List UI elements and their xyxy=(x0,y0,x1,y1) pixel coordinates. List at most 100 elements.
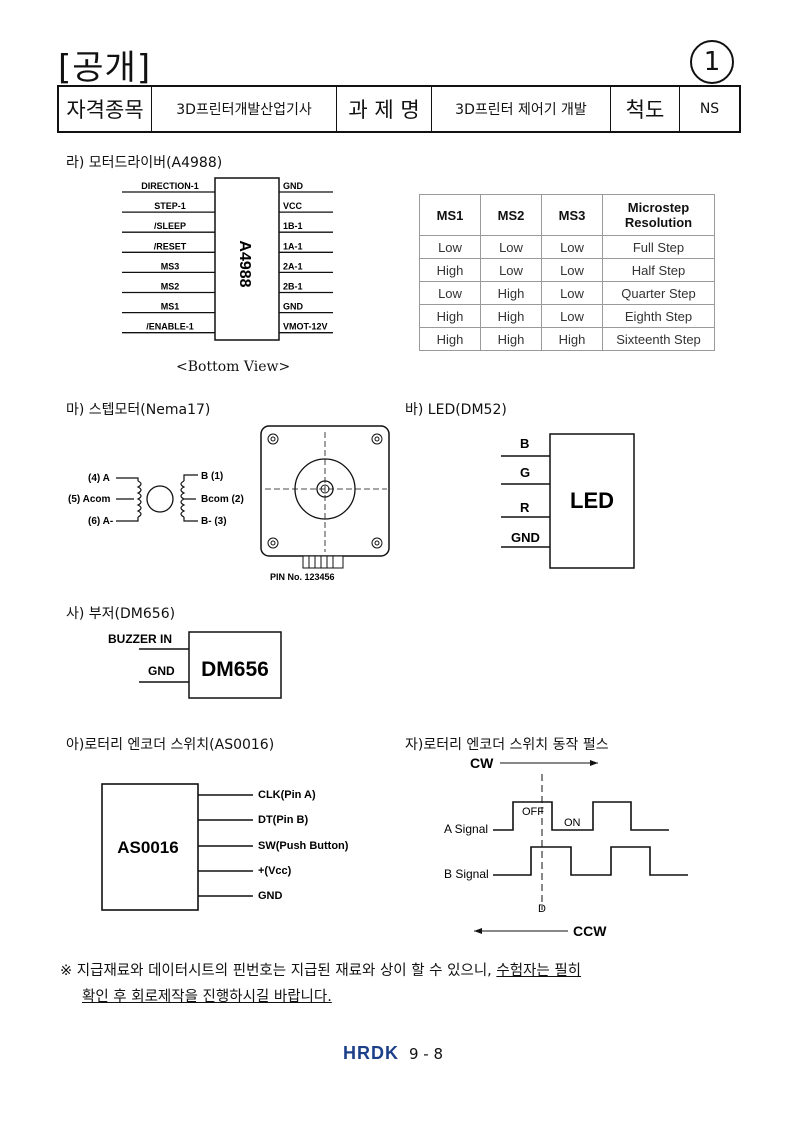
buzzer-pin-gnd: GND xyxy=(148,664,175,678)
encoder-pin-clk: CLK(Pin A) xyxy=(258,789,316,801)
header-cell-task-label: 과 제 명 xyxy=(337,87,432,131)
table-cell: High xyxy=(480,304,542,328)
pulse-a-signal-label: A Signal xyxy=(444,822,488,836)
a4988-left-pin-label: DIRECTION-1 xyxy=(141,181,199,191)
stepper-label-a: (4) A xyxy=(88,473,110,484)
table-cell: Low xyxy=(541,258,603,282)
led-label: LED xyxy=(570,488,614,513)
microstep-header-ms2: MS2 xyxy=(480,194,542,236)
stepper-label-acom: (5) Acom xyxy=(68,494,111,505)
header-table: 자격종목 3D프린터개발산업기사 과 제 명 3D프린터 제어기 개발 척도 N… xyxy=(57,85,741,133)
pulse-ccw-label: CCW xyxy=(573,923,607,939)
microstep-header-resolution: Microstep Resolution xyxy=(602,194,715,236)
table-row: High High High Sixteenth Step xyxy=(419,327,715,351)
table-row: High High Low Eighth Step xyxy=(419,304,715,328)
a4988-diagram: A4988 DIRECTION-1STEP-1/SLEEP/RESETMS3MS… xyxy=(122,177,333,341)
stepper-motor-drawing: PIN No. 123456 xyxy=(260,425,390,582)
microstep-table: MS1 MS2 MS3 Microstep Resolution Low Low… xyxy=(419,194,715,351)
encoder-pin-gnd: GND xyxy=(258,890,283,902)
table-cell: High xyxy=(541,327,603,351)
header-cell-task-value: 3D프린터 제어기 개발 xyxy=(432,87,611,131)
motor-centerlines xyxy=(265,432,387,552)
encoder-pin-sw: SW(Push Button) xyxy=(258,840,349,852)
stepper-label-a-minus: (6) A- xyxy=(88,516,113,527)
a4988-left-pin-label: STEP-1 xyxy=(154,201,186,211)
microstep-header-ms1: MS1 xyxy=(419,194,481,236)
note-line-1: 지급재료와 데이터시트의 핀번호는 지급된 재료와 상이 할 수 있으니, xyxy=(76,963,492,979)
table-cell: Low xyxy=(541,281,603,305)
a4988-left-pin-label: MS3 xyxy=(161,261,180,271)
table-row: Low High Low Quarter Step xyxy=(419,281,715,305)
pulse-on-label: ON xyxy=(564,817,581,829)
a4988-left-pin-label: MS2 xyxy=(161,282,180,292)
led-pin-r: R xyxy=(520,500,530,515)
a-signal-wave xyxy=(493,801,669,831)
table-cell: Low xyxy=(480,258,542,282)
buzzer-label: DM656 xyxy=(201,658,269,681)
a4988-left-pin-label: /SLEEP xyxy=(154,221,186,231)
rotor-icon xyxy=(146,485,174,513)
a4988-right-pin-label: GND xyxy=(283,181,304,191)
led-diagram: LED B G R GND xyxy=(501,433,635,569)
table-cell: Low xyxy=(480,235,542,259)
buzzer-diagram: DM656 BUZZER IN GND xyxy=(108,631,282,699)
pulse-diagram: CW A Signal OFF ON B Signal D CCW xyxy=(444,755,688,939)
section-driver-title: 라) 모터드라이버(A4988) xyxy=(66,155,223,171)
coil-a-icon xyxy=(136,480,142,518)
a4988-left-pin-label: MS1 xyxy=(161,302,180,312)
a4988-caption: <Bottom View> xyxy=(176,359,291,375)
table-cell: Sixteenth Step xyxy=(602,327,715,351)
table-row: High Low Low Half Step xyxy=(419,258,715,282)
a4988-right-pin-label: VCC xyxy=(283,201,303,211)
a4988-left-pin-label: /RESET xyxy=(154,241,187,251)
pulse-d-label: D xyxy=(538,903,546,915)
pulse-off-label: OFF xyxy=(522,806,544,818)
note-line-1-underlined: 수험자는 필히 xyxy=(496,963,582,979)
table-cell: High xyxy=(480,327,542,351)
section-led-title: 바) LED(DM52) xyxy=(405,402,507,418)
coil-b-icon xyxy=(180,480,186,518)
section-pulse-title: 자)로터리 엔코더 스위치 동작 펄스 xyxy=(405,737,609,753)
page-number: 9 - 8 xyxy=(409,1044,444,1063)
header-cell-category-value: 3D프린터개발산업기사 xyxy=(152,87,337,131)
encoder-diagram: AS0016 CLK(Pin A) DT(Pin B) SW(Push Butt… xyxy=(101,783,349,911)
led-pin-b: B xyxy=(520,436,529,451)
led-body xyxy=(549,433,635,569)
table-cell: High xyxy=(419,327,481,351)
stepper-label-b-minus: B- (3) xyxy=(201,516,227,527)
table-cell: Low xyxy=(541,235,603,259)
microstep-header-ms3: MS3 xyxy=(541,194,603,236)
buzzer-body xyxy=(188,631,282,699)
led-pin-gnd: GND xyxy=(511,530,540,545)
table-cell: Full Step xyxy=(602,235,715,259)
buzzer-pin-in: BUZZER IN xyxy=(108,632,172,646)
stepper-label-bcom: Bcom (2) xyxy=(201,494,244,505)
pulse-b-signal-label: B Signal xyxy=(444,867,489,881)
public-tag: [공개] xyxy=(58,48,152,88)
encoder-pin-vcc: +(Vcc) xyxy=(258,865,292,877)
a4988-right-pin-label: 1B-1 xyxy=(283,221,303,231)
page-marker-circle: 1 xyxy=(690,40,734,84)
a4988-right-pin-label: GND xyxy=(283,302,304,312)
section-stepper-title: 마) 스텝모터(Nema17) xyxy=(66,402,211,418)
coil-a-leads xyxy=(116,477,139,522)
section-buzzer-title: 사) 부저(DM656) xyxy=(66,606,176,622)
a4988-right-pin-label: 1A-1 xyxy=(283,241,303,251)
a4988-right-pin-label: 2B-1 xyxy=(283,282,303,292)
section-encoder-title: 아)로터리 엔코더 스위치(AS0016) xyxy=(66,737,275,753)
header-cell-scale-value: NS xyxy=(699,101,720,117)
stepper-schematic: (4) A (5) Acom (6) A- B (1) Bcom (2) B- … xyxy=(68,471,244,527)
note-mark: ※ xyxy=(60,963,73,979)
a4988-right-pin-label: VMOT-12V xyxy=(283,322,328,332)
note-line-2-underlined: 확인 후 회로제작을 진행하시길 바랍니다. xyxy=(82,989,332,1005)
table-cell: Quarter Step xyxy=(602,281,715,305)
led-pin-g: G xyxy=(520,465,530,480)
note-text: ※ 지급재료와 데이터시트의 핀번호는 지급된 재료와 상이 할 수 있으니, … xyxy=(60,958,750,1010)
table-cell: Eighth Step xyxy=(602,304,715,328)
table-cell: High xyxy=(480,281,542,305)
stepper-label-b: B (1) xyxy=(201,471,223,482)
pulse-cw-label: CW xyxy=(470,755,494,771)
encoder-body xyxy=(101,783,199,911)
page-footer: HRDK 9 - 8 xyxy=(343,1043,443,1064)
table-cell: Half Step xyxy=(602,258,715,282)
